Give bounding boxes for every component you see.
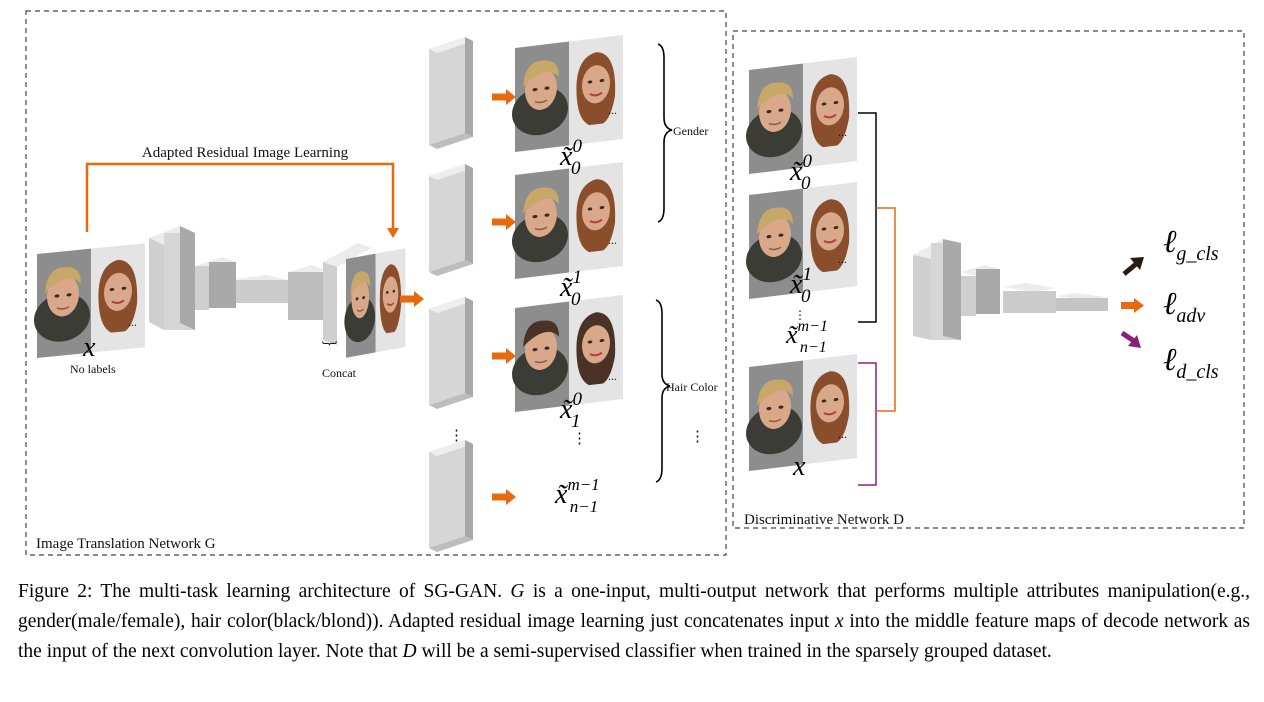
residual-arrowhead (387, 228, 399, 238)
discriminator-panel-label: Discriminative Network D (744, 512, 904, 528)
output-dots-2: ... (608, 233, 617, 247)
caption-x: x (835, 611, 844, 632)
decoder-block-2 (323, 243, 372, 345)
hair-color-label: Hair Color (666, 380, 718, 394)
caption-part2: into the middle feature maps of decode n… (18, 611, 1251, 662)
group-ellipsis: ⋮ (690, 429, 705, 445)
output-slab-2 (429, 164, 473, 276)
bottleneck-block (236, 275, 288, 303)
disc-block-3 (1003, 283, 1056, 313)
loss-adv: ℓadv (1163, 285, 1205, 327)
output-image-pair-1 (510, 34, 625, 154)
discriminator-panel-frame (732, 30, 1245, 529)
output-arrow-2 (492, 214, 516, 230)
caption-lead: Figure 2: The multi-task learning archit… (18, 581, 511, 602)
decoder-block-1 (288, 265, 325, 320)
loss-d-cls: ℓd_cls (1163, 341, 1219, 383)
output-dots-3: ... (608, 369, 617, 383)
disc-dots-2: ... (838, 252, 847, 266)
disc-label-x: x (792, 451, 806, 482)
caption-part1: is a one-input, multi-output network tha… (18, 581, 1251, 632)
loss-g-cls: ℓg_cls (1163, 223, 1219, 265)
residual-label: Adapted Residual Image Learning (142, 145, 349, 161)
encoder-block-1 (149, 226, 195, 330)
concat-image-pair (343, 247, 407, 360)
output-arrow-1 (492, 89, 516, 105)
disc-block-4 (1056, 293, 1108, 311)
input-note: No labels (70, 362, 116, 376)
caption-d: D (402, 641, 417, 662)
output-image-pair-2 (510, 161, 625, 281)
concat-label: Concat (322, 366, 357, 380)
generator-panel-label: Image Translation Network G (36, 536, 216, 552)
generated-bracket (858, 112, 877, 323)
gender-brace (657, 43, 673, 223)
output-slab-4 (429, 440, 473, 552)
adv-arrow (1121, 298, 1144, 313)
disc-dots-1: ... (838, 125, 847, 139)
merge-bracket (876, 207, 896, 412)
input-image-dots: ... (128, 315, 137, 329)
input-symbol: x (82, 332, 96, 363)
output-dots-1: ... (608, 103, 617, 117)
real-bracket (858, 362, 877, 486)
output-ellipsis: ⋮ (572, 431, 587, 447)
figure-caption: Figure 2: The multi-task learning archit… (18, 577, 1250, 667)
disc-block-2 (961, 265, 1000, 316)
g-cls-arrow (1122, 257, 1144, 276)
hair-color-brace (655, 299, 671, 483)
output-arrow-4 (492, 489, 516, 505)
d-cls-arrow (1120, 330, 1141, 348)
output-slab-1 (429, 37, 473, 149)
generator-panel-frame (25, 10, 727, 556)
concat-brace: ︸ (322, 341, 337, 358)
slab-ellipsis: ⋮ (449, 428, 464, 444)
caption-g: G (510, 581, 525, 602)
disc-block-1 (913, 239, 961, 340)
encoder-block-2 (195, 257, 236, 310)
output-slab-3 (429, 297, 473, 409)
output-arrow-3 (492, 348, 516, 364)
architecture-diagram: Image Translation Network G Adapted Resi… (25, 10, 1245, 556)
gender-label: Gender (673, 124, 708, 138)
disc-ellipsis: ⋮ (794, 308, 806, 322)
caption-part3: will be a semi-supervised classifier whe… (416, 641, 1052, 662)
residual-connection (85, 162, 395, 232)
disc-dots-3: ... (838, 427, 847, 441)
